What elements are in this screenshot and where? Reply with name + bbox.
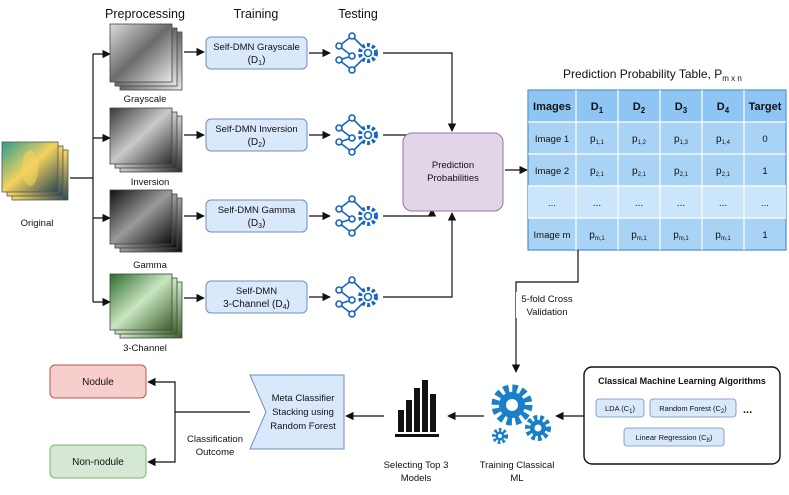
outcome-line1: Classification xyxy=(187,434,243,445)
svg-text:Self-DMN Grayscale: Self-DMN Grayscale xyxy=(213,42,300,53)
table-cell: ... xyxy=(635,198,643,209)
cv-arrow xyxy=(511,250,579,373)
table-cell: p2,1 xyxy=(632,166,647,178)
svg-text:Self-DMN: Self-DMN xyxy=(236,286,277,297)
table-row-label: Image 2 xyxy=(535,166,569,177)
svg-text:Self-DMN Inversion: Self-DMN Inversion xyxy=(215,124,297,135)
header-training: Training xyxy=(234,7,279,21)
svg-text:(D2): (D2) xyxy=(248,137,266,149)
svg-text:Nodule: Nodule xyxy=(82,377,114,388)
training-ml-line1: Training Classical xyxy=(480,460,555,471)
header-testing: Testing xyxy=(338,7,378,21)
table-cell: p2,1 xyxy=(674,166,689,178)
table-header-cell: Target xyxy=(749,101,782,113)
label-gamma: Gamma xyxy=(133,260,168,271)
original-image-stack xyxy=(1,141,69,201)
svg-text:Non-nodule: Non-nodule xyxy=(72,457,124,468)
cv-label-line1: 5-fold Cross xyxy=(521,294,572,305)
svg-text:LDA (C1): LDA (C1) xyxy=(605,404,636,415)
table-cell: pm,1 xyxy=(673,230,689,242)
svg-text:(D3): (D3) xyxy=(248,218,266,230)
selecting-line2: Models xyxy=(401,473,432,484)
table-header-cell: D3 xyxy=(675,101,688,115)
table-header-cell: D4 xyxy=(717,101,730,115)
neural-network-gear-icon xyxy=(334,113,378,157)
svg-text:Linear Regression (C8): Linear Regression (C8) xyxy=(636,433,713,444)
inversion-image-stack xyxy=(109,107,183,173)
table-cell: p1,3 xyxy=(674,134,689,146)
cv-label-bg xyxy=(516,292,578,318)
table-row-label: Image 1 xyxy=(535,134,569,145)
header-preprocessing: Preprocessing xyxy=(105,7,185,21)
bar-chart-icon xyxy=(395,380,439,437)
table-row-label: ... xyxy=(548,198,556,209)
table-cell: pm,1 xyxy=(631,230,647,242)
label-inversion: Inversion xyxy=(131,177,170,188)
model-to-testing-arrows xyxy=(309,48,331,302)
table-header-cell: Images xyxy=(533,101,571,113)
outcome-arrows xyxy=(147,377,250,467)
three-channel-image-stack xyxy=(109,273,183,339)
prediction-probabilities-box: Prediction Probabilities xyxy=(402,132,504,212)
table-cell: ... xyxy=(593,198,601,209)
table-cell: p1,1 xyxy=(590,134,605,146)
model-box-gamma: Self-DMN Gamma (D3) xyxy=(205,199,308,233)
model-box-three-channel: Self-DMN 3-Channel (D4) xyxy=(205,280,308,314)
table-ellipsis-row xyxy=(528,186,786,218)
neural-network-gear-icon xyxy=(335,32,378,74)
svg-text:Meta Classifier: Meta Classifier xyxy=(272,393,335,404)
branch-connectors xyxy=(70,49,111,307)
label-original: Original xyxy=(21,218,54,229)
table-header-cell: D2 xyxy=(633,101,646,115)
image-to-model-arrows xyxy=(184,47,205,303)
label-three-channel: 3-Channel xyxy=(123,343,167,354)
table-cell: pm,1 xyxy=(715,230,731,242)
table-cell: p1,2 xyxy=(632,134,647,146)
svg-text:Probabilities: Probabilities xyxy=(427,173,479,184)
gamma-image-stack xyxy=(109,189,183,253)
selecting-line1: Selecting Top 3 xyxy=(384,460,449,471)
svg-text:Random Forest (C2): Random Forest (C2) xyxy=(659,404,727,415)
table-title: Prediction Probability Table, Pm x n xyxy=(563,67,742,83)
neural-network-gear-icon xyxy=(334,275,378,319)
label-grayscale: Grayscale xyxy=(124,94,167,105)
svg-text:Prediction: Prediction xyxy=(432,160,474,171)
svg-text:Self-DMN Gamma: Self-DMN Gamma xyxy=(218,205,296,216)
table-target-cell: 0 xyxy=(762,134,767,145)
cv-label-line2: Validation xyxy=(526,307,567,318)
table-cell: ... xyxy=(677,198,685,209)
table-row-label: Image m xyxy=(534,230,571,241)
table-target-cell: ... xyxy=(761,198,769,209)
table-header-cell: D1 xyxy=(591,101,604,115)
classical-ml-box: Classical Machine Learning Algorithms LD… xyxy=(583,366,781,465)
table-target-cell: 1 xyxy=(762,166,767,177)
table-cell: pm,1 xyxy=(589,230,605,242)
table-header-row xyxy=(527,89,787,123)
table-cell: p2,1 xyxy=(716,166,731,178)
svg-text:Random Forest: Random Forest xyxy=(270,421,336,432)
model-box-inversion: Self-DMN Inversion (D2) xyxy=(205,118,308,152)
svg-text:(D1): (D1) xyxy=(248,55,266,67)
non-nodule-box: Non-nodule xyxy=(49,444,147,479)
grayscale-image-stack xyxy=(109,23,183,91)
svg-text:Stacking using: Stacking using xyxy=(272,407,334,418)
svg-text:...: ... xyxy=(743,404,752,416)
table-target-cell: 1 xyxy=(762,230,767,241)
svg-text:3-Channel (D4): 3-Channel (D4) xyxy=(223,299,290,311)
nodule-box: Nodule xyxy=(49,364,147,399)
svg-text:Classical Machine Learning Alg: Classical Machine Learning Algorithms xyxy=(598,376,766,386)
model-box-grayscale: Self-DMN Grayscale (D1) xyxy=(205,36,308,70)
outcome-line2: Outcome xyxy=(196,447,235,458)
gears-icon xyxy=(491,384,551,444)
meta-classifier-shape: Meta Classifier Stacking using Random Fo… xyxy=(249,374,345,450)
neural-network-gear-icon xyxy=(334,194,378,238)
table-cell: p1,4 xyxy=(716,134,731,146)
training-ml-line2: ML xyxy=(510,473,523,484)
table-cell: p2,1 xyxy=(590,166,605,178)
table-cell: ... xyxy=(719,198,727,209)
